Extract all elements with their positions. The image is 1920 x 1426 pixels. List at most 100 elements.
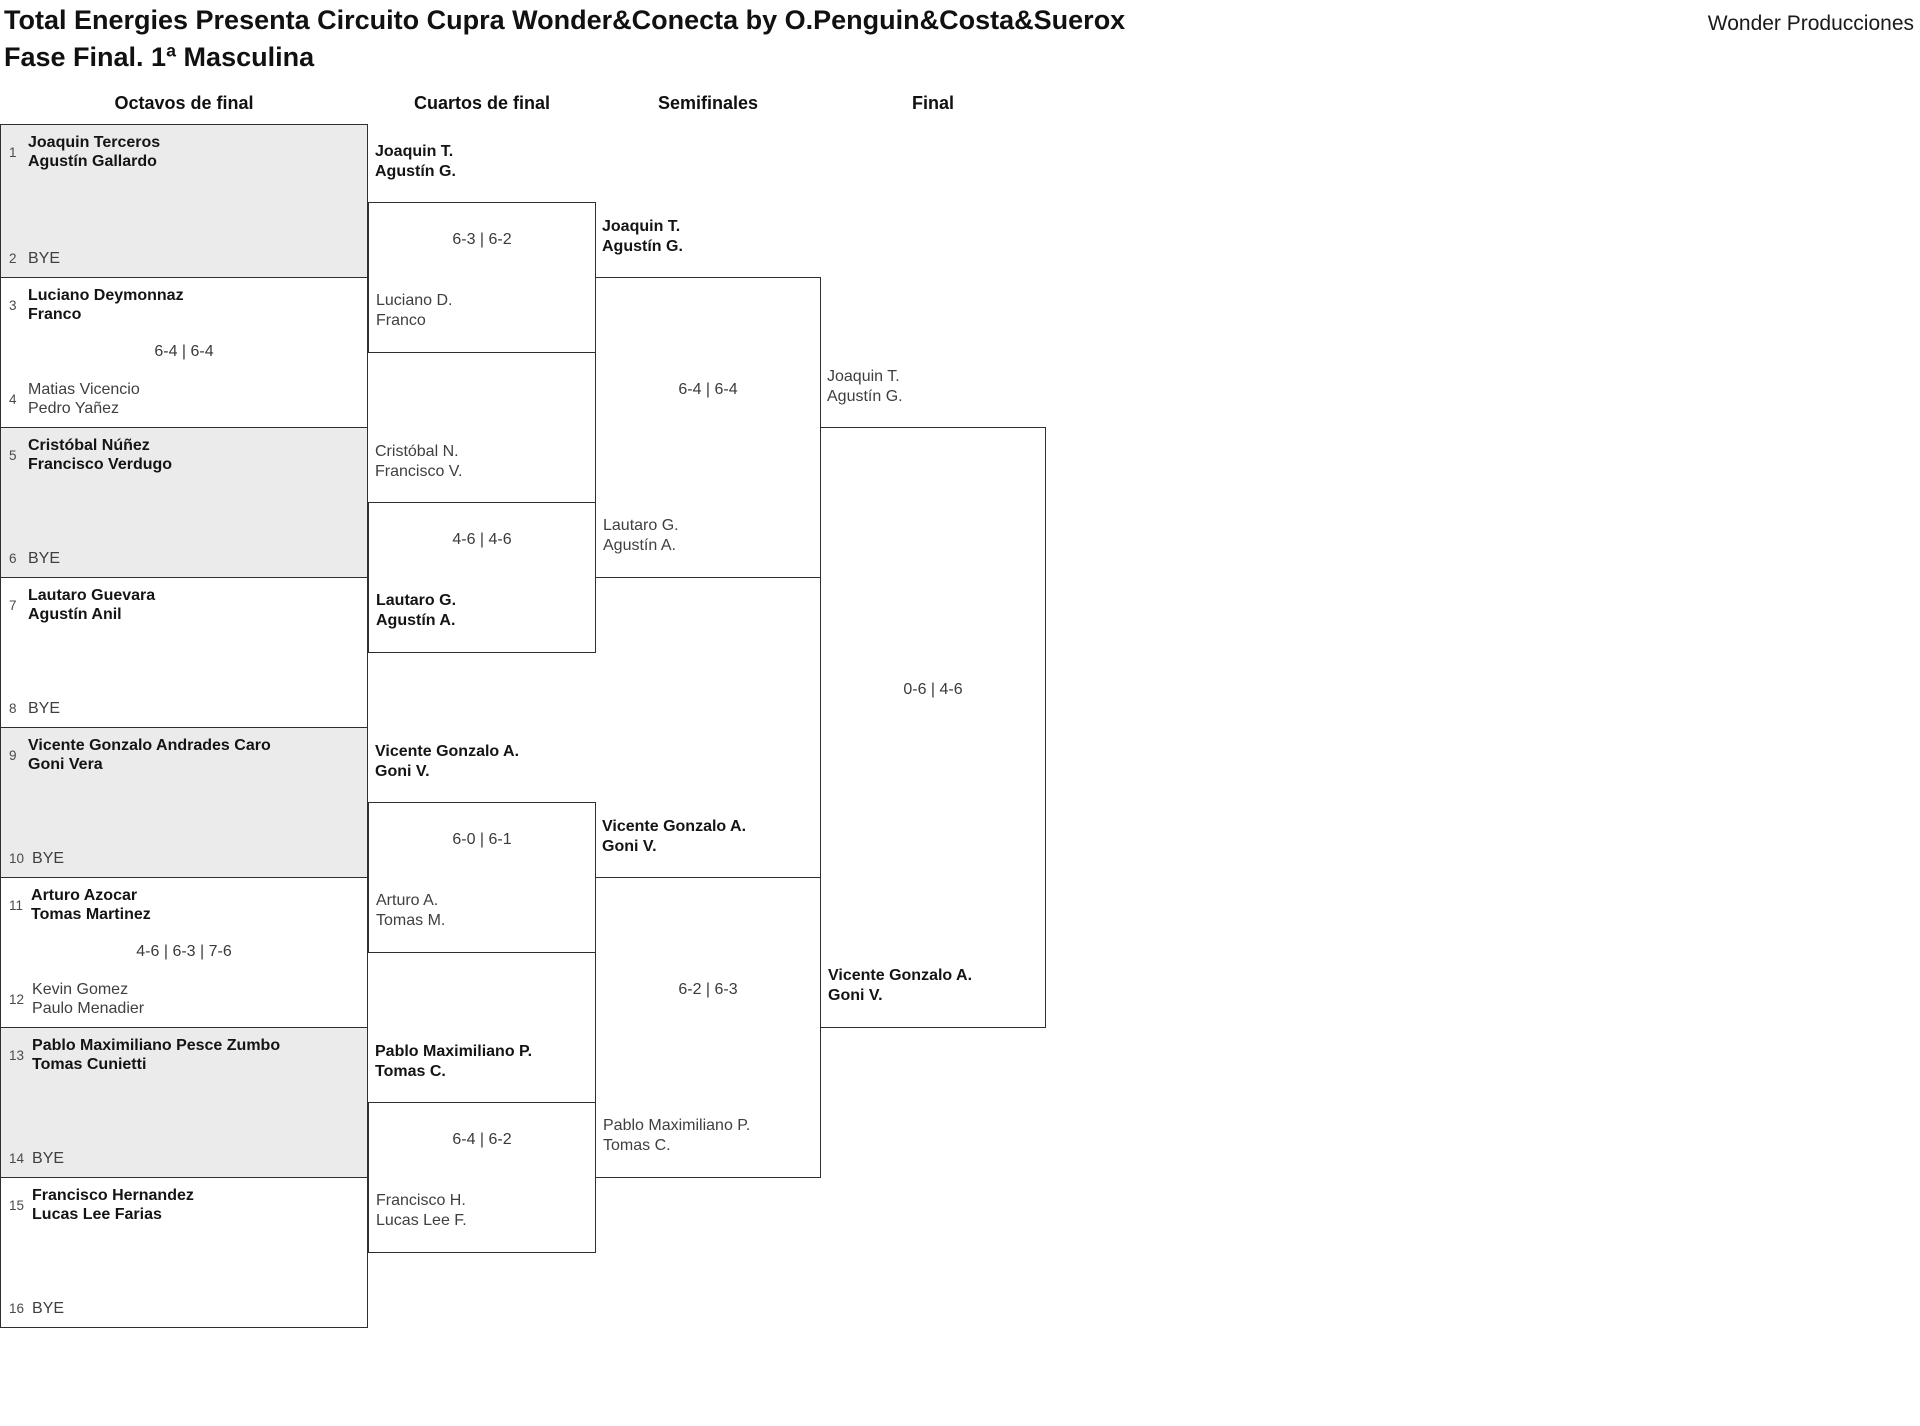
final-match: 0-6 | 4-6 Vicente Gonzalo A. Goni V.: [820, 427, 1046, 1028]
page-title-block: Total Energies Presenta Circuito Cupra W…: [4, 2, 1125, 76]
final-bottom-team: Vicente Gonzalo A. Goni V.: [828, 966, 972, 1006]
seed-number: 3: [9, 297, 17, 313]
seed-number: 15: [9, 1197, 25, 1213]
seed-number: 8: [9, 701, 17, 716]
r16-match-7: 13 Pablo Maximiliano Pesce Zumbo Tomas C…: [0, 1027, 368, 1178]
team-name-line: Vicente Gonzalo A.: [375, 743, 520, 760]
seed-number: 2: [9, 251, 17, 266]
bracket-entry: 7 Lautaro Guevara Agustín Anil: [9, 586, 155, 624]
seed-number: 11: [9, 897, 24, 913]
team-name-line: Francisco V.: [375, 463, 463, 480]
seed-number: 10: [9, 851, 25, 866]
team-name-line: Vicente Gonzalo A.: [602, 818, 747, 835]
team-name-line: Franco: [376, 312, 426, 329]
team-names: BYE: [32, 849, 64, 868]
bracket-entry: 1 Joaquin Terceros Agustín Gallardo: [9, 133, 160, 171]
sf2-bottom-team: Pablo Maximiliano P. Tomas C.: [603, 1116, 750, 1156]
team-name-line: Lautaro Guevara: [28, 587, 156, 604]
team-name-line: Goni Vera: [28, 756, 103, 773]
bracket-entry: 8 BYE: [9, 699, 60, 718]
team-names: BYE: [32, 1299, 64, 1318]
team-name-line: Joaquin Terceros: [28, 134, 161, 151]
bracket-entry: 16 BYE: [9, 1299, 64, 1318]
seed-number: 4: [9, 391, 17, 407]
team-name-line: Francisco Verdugo: [28, 456, 173, 473]
bracket-entry: 12 Kevin Gomez Paulo Menadier: [9, 980, 144, 1018]
r16-match-6: 11 Arturo Azocar Tomas Martinez 4-6 | 6-…: [0, 877, 368, 1028]
r16-match-5: 9 Vicente Gonzalo Andrades Caro Goni Ver…: [0, 727, 368, 878]
team-names: Joaquin Terceros Agustín Gallardo: [28, 133, 160, 171]
sf-match-1: 6-4 | 6-4 Lautaro G. Agustín A.: [595, 277, 821, 578]
seed-number: 5: [9, 447, 17, 463]
team-name-line: Luciano Deymonnaz: [28, 287, 184, 304]
team-name-line: Tomas Cunietti: [32, 1056, 147, 1073]
qf-match-3: 6-0 | 6-1 Arturo A. Tomas M.: [368, 802, 596, 953]
team-name-line: Tomas M.: [376, 912, 446, 929]
bracket-entry: 15 Francisco Hernandez Lucas Lee Farias: [9, 1186, 194, 1224]
team-name-line: Lucas Lee Farias: [32, 1206, 162, 1223]
team-name-line: Vicente Gonzalo Andrades Caro: [28, 737, 271, 754]
team-name-line: Pablo Maximiliano Pesce Zumbo: [32, 1037, 281, 1054]
final-top-team: Joaquin T. Agustín G.: [827, 367, 1047, 407]
team-name-line: Agustín G.: [375, 163, 456, 180]
team-name-line: Tomas C.: [603, 1137, 671, 1154]
team-name-line: Vicente Gonzalo A.: [828, 967, 973, 984]
seed-number: 6: [9, 551, 17, 566]
team-name-line: Joaquin T.: [375, 143, 454, 160]
seed-number: 14: [9, 1151, 25, 1166]
team-names: BYE: [28, 699, 60, 718]
team-name-line: Arturo Azocar: [31, 887, 138, 904]
team-name-line: BYE: [28, 550, 61, 567]
qf4-bottom-team: Francisco H. Lucas Lee F.: [376, 1191, 467, 1231]
bracket-entry: 2 BYE: [9, 249, 60, 268]
team-names: Arturo Azocar Tomas Martinez: [31, 886, 151, 924]
team-name-line: Paulo Menadier: [32, 1000, 145, 1017]
match-score: 6-4 | 6-4: [154, 343, 214, 360]
team-name-line: Goni V.: [375, 763, 430, 780]
team-name-line: BYE: [28, 700, 61, 717]
team-names: Matias Vicencio Pedro Yañez: [28, 380, 140, 418]
qf4-top-team: Pablo Maximiliano P. Tomas C.: [375, 1042, 595, 1082]
bracket-entry: 11 Arturo Azocar Tomas Martinez: [9, 886, 151, 924]
team-name-line: BYE: [28, 250, 61, 267]
team-name-line: Pedro Yañez: [28, 400, 120, 417]
team-names: Vicente Gonzalo Andrades Caro Goni Vera: [28, 736, 271, 774]
match-score: 6-2 | 6-3: [678, 981, 738, 998]
round-header-octavos: Octavos de final: [114, 93, 254, 113]
organizer-label: Wonder Producciones: [1707, 12, 1914, 35]
sf2-top-team: Vicente Gonzalo A. Goni V.: [602, 817, 822, 857]
r16-match-1: 1 Joaquin Terceros Agustín Gallardo 2 BY…: [0, 124, 368, 278]
qf3-top-team: Vicente Gonzalo A. Goni V.: [375, 742, 595, 782]
match-score: 4-6 | 4-6: [452, 531, 512, 548]
team-name-line: Tomas Martinez: [31, 906, 151, 923]
match-score: 6-0 | 6-1: [452, 831, 512, 848]
team-names: Kevin Gomez Paulo Menadier: [32, 980, 144, 1018]
qf-match-1: 6-3 | 6-2 Luciano D. Franco: [368, 202, 596, 353]
team-names: BYE: [28, 549, 60, 568]
r16-match-8: 15 Francisco Hernandez Lucas Lee Farias …: [0, 1177, 368, 1328]
qf2-bottom-team: Lautaro G. Agustín A.: [376, 591, 456, 631]
match-score: 4-6 | 6-3 | 7-6: [136, 943, 232, 960]
seed-number: 12: [9, 991, 25, 1007]
r16-match-4: 7 Lautaro Guevara Agustín Anil 8 BYE: [0, 577, 368, 728]
team-name-line: Goni V.: [828, 987, 883, 1004]
r16-match-3: 5 Cristóbal Núñez Francisco Verdugo 6 BY…: [0, 427, 368, 578]
team-name-line: Pablo Maximiliano P.: [603, 1117, 751, 1134]
team-name-line: Joaquin T.: [602, 218, 681, 235]
seed-number: 16: [9, 1301, 25, 1316]
bracket-entry: 5 Cristóbal Núñez Francisco Verdugo: [9, 436, 172, 474]
bracket-entry: 14 BYE: [9, 1149, 64, 1168]
bracket-entry: 4 Matias Vicencio Pedro Yañez: [9, 380, 140, 418]
sf1-bottom-team: Lautaro G. Agustín A.: [603, 516, 679, 556]
team-name-line: Lucas Lee F.: [376, 1212, 467, 1229]
team-names: Pablo Maximiliano Pesce Zumbo Tomas Cuni…: [32, 1036, 280, 1074]
team-name-line: Agustín G.: [602, 238, 683, 255]
team-name-line: BYE: [32, 1300, 65, 1317]
r16-match-2: 3 Luciano Deymonnaz Franco 6-4 | 6-4 4 M…: [0, 277, 368, 428]
team-name-line: Joaquin T.: [827, 368, 900, 385]
bracket-entry: 3 Luciano Deymonnaz Franco: [9, 286, 184, 324]
team-names: BYE: [28, 249, 60, 268]
team-name-line: Agustín A.: [603, 537, 676, 554]
match-score: 0-6 | 4-6: [903, 681, 963, 698]
